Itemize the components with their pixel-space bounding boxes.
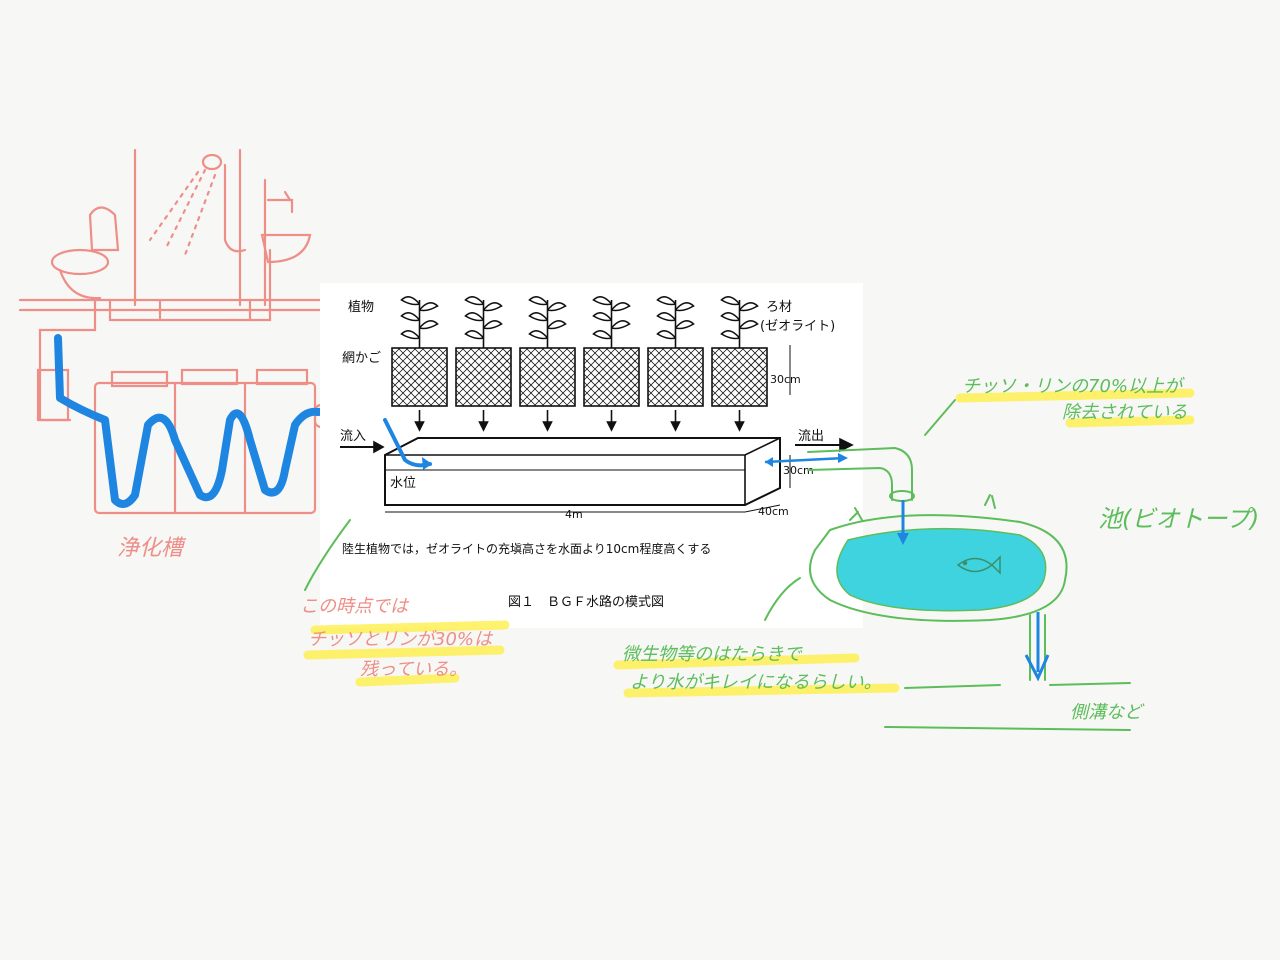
ditch-label: 側溝など [1070,702,1145,723]
septic-flow-line [54,334,344,508]
microbes-note-line1: 微生物等のはたらきで [622,644,804,665]
net-basket-label: 網かご [342,350,381,366]
pond-water [836,527,1047,612]
pond-outflow-arrow-head [1024,654,1050,682]
plant-basket [647,296,704,432]
removed-note-line1: チッソ・リンの70%以上が [962,376,1185,397]
green-annotations: チッソ・リンの70%以上が 除去されている 池(ビオトープ) 微生物等のはたらき… [622,376,1259,723]
inflow-label: 流入 [340,429,366,444]
outflow-label: 流出 [798,429,824,444]
media-label: ろ材 [766,300,792,315]
pond-inflow-arrow-head [897,533,909,545]
pond-sketch [304,399,1131,731]
bgf-figure [340,296,854,513]
basket-height-label: 30cm [770,373,801,386]
outflow-water-arrow [764,456,846,464]
outflow-arrow-head [838,453,848,463]
figure-labels: 植物 ろ材 (ゼオライト) 網かご 30cm 流入 流出 水位 30cm 4m … [340,300,835,610]
figure-note: 陸生植物では，ゼオライトの充塡高さを水面より10cm程度高くする [342,541,711,556]
inflow-water-arrow [383,418,432,468]
septic-tank-label: 浄化槽 [117,536,187,561]
microbes-note-line2: より水がキレイになるらしい。 [630,672,882,693]
length-label: 4m [565,508,583,521]
house-sketch [18,148,387,515]
plant-basket [711,296,768,432]
figure-caption: 図１ ＢＧＦ水路の模式図 [508,594,664,610]
plant-basket [455,296,512,432]
inflow-arrow-head [422,457,432,470]
remaining-note-line2: チッソとリンが30%は [308,629,494,650]
zeolite-label: (ゼオライト) [760,319,835,334]
highlights [303,388,1195,698]
water-level-label: 水位 [390,476,416,491]
pond-label: 池(ビオトープ) [1098,505,1259,533]
plant-basket [583,296,640,432]
removed-note-line2: 除去されている [1062,402,1187,423]
outflow-arrow-tail [765,457,773,467]
remaining-note-line1: この時点では [300,596,410,617]
remaining-note-line3: 残っている。 [360,659,467,680]
width-label: 40cm [758,505,789,518]
plants-label: 植物 [348,300,374,315]
channel-height-label: 30cm [783,464,814,477]
plant-basket [519,296,576,432]
fish-icon [956,555,1001,575]
pink-annotations: この時点では チッソとリンが30%は 残っている。 [300,596,494,680]
plant-basket [391,296,448,432]
